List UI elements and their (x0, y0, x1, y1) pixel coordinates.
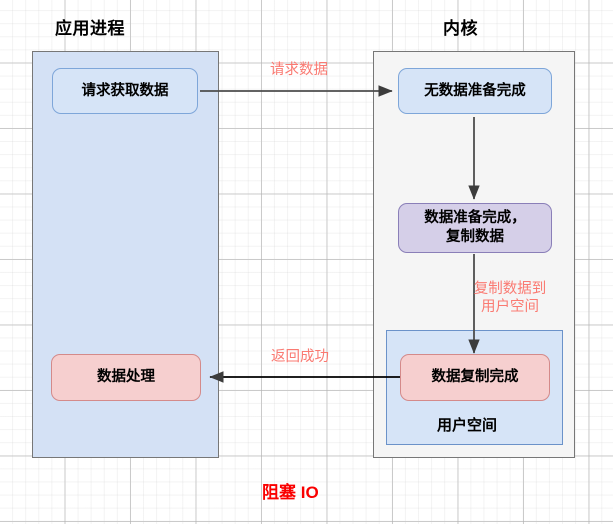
user-space-label: 用户空间 (437, 417, 498, 434)
node-copy-complete[interactable]: 数据复制完成 (400, 354, 550, 401)
edge-label-return-success: 返回成功 (271, 349, 329, 365)
node-data-ready-copy[interactable]: 数据准备完成， 复制数据 (398, 203, 552, 253)
node-no-data-ready[interactable]: 无数据准备完成 (398, 68, 552, 114)
edge-label-copy-to-user: 复制数据到 用户空间 (473, 281, 547, 315)
node-request-data[interactable]: 请求获取数据 (52, 68, 198, 114)
node-data-process[interactable]: 数据处理 (51, 354, 201, 401)
diagram-caption: 阻塞 IO (262, 483, 319, 502)
edge-label-request: 请求数据 (270, 62, 328, 78)
lane-title-kernel: 内核 (443, 19, 478, 38)
lane-title-app: 应用进程 (55, 19, 125, 38)
